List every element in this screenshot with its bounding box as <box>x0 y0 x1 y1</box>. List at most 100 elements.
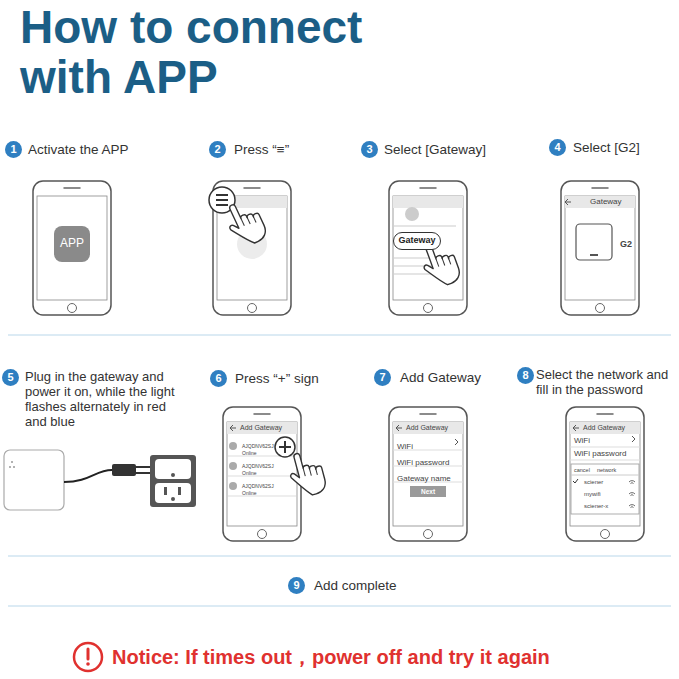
illustration-shape <box>164 487 167 495</box>
illustration-shape <box>393 196 463 208</box>
phone-frames <box>33 181 644 541</box>
back-arrows <box>230 199 579 431</box>
illustration-shape <box>396 425 402 431</box>
screen-text: WiFi password <box>397 459 449 468</box>
gateway-device-icon <box>576 224 612 260</box>
screen-text: WiFi <box>574 437 590 446</box>
phone-screen: cancelnetworkscienermywifisciener-x <box>571 464 639 514</box>
menu-list-screen <box>394 207 463 290</box>
callout-number: 3 <box>361 141 378 158</box>
step-label: Add complete <box>314 577 397 594</box>
illustration-shape <box>573 479 578 483</box>
illustration-shape <box>150 455 196 507</box>
step-label: Activate the APP <box>28 141 129 158</box>
illustration-shape <box>155 459 191 479</box>
screen-text: WiFi <box>397 443 413 452</box>
step-label: Add Gateway <box>400 369 481 386</box>
notice-text: Notice: If times out，power off and try i… <box>112 645 550 669</box>
screen-text: cancel <box>574 467 590 473</box>
illustration-shape <box>389 407 467 541</box>
illustration-shape <box>405 207 419 221</box>
illustration-shape <box>221 196 269 249</box>
callout-number: 2 <box>209 141 226 158</box>
screen-text: Add Gateway <box>583 424 625 432</box>
step-label: Select [Gateway] <box>384 141 486 158</box>
illustration-shape <box>570 447 640 448</box>
app-button: Gateway <box>393 232 441 250</box>
illustration-shape <box>229 482 237 490</box>
illustration-shape <box>9 461 15 468</box>
screen-text: Gateway <box>590 198 622 207</box>
screen-text: Add Gateway <box>240 424 282 432</box>
screen-text: WiFi password <box>574 450 626 459</box>
illustration-shape <box>33 181 111 315</box>
illustration-shape <box>229 442 237 450</box>
illustration-shape <box>629 481 635 508</box>
illustration-shape <box>228 456 296 496</box>
illustration-shape <box>87 649 90 659</box>
app-button: APP <box>54 226 90 262</box>
illustration-shape <box>86 662 90 666</box>
illustration-shape <box>389 181 467 315</box>
callout-number: 8 <box>517 367 534 384</box>
button-text: APP <box>60 237 84 250</box>
illustration-shape <box>393 422 463 434</box>
gateway-plug-outlet <box>4 450 196 510</box>
phone-screen: Add GatewayWiFiWiFi password cancel networ… <box>565 406 645 542</box>
illustration-shape <box>8 556 671 557</box>
screen-text: mywifi <box>584 491 601 498</box>
illustration-shape <box>4 450 64 510</box>
step-label: Select [G2] <box>573 139 640 156</box>
notice-icon <box>74 643 102 671</box>
illustration-shape <box>227 422 297 434</box>
button-text: Next <box>421 488 435 495</box>
illustration-shape <box>566 407 644 541</box>
illustration-shape <box>228 496 296 497</box>
illustration-shape <box>155 483 191 503</box>
illustration-shape <box>629 505 635 508</box>
screen-text: network <box>597 467 616 473</box>
illustration-shape <box>216 199 228 201</box>
illustration-shape <box>11 461 13 463</box>
menu-screen <box>209 187 269 259</box>
illustration-shape <box>573 425 579 431</box>
illustration-shape <box>228 476 296 477</box>
illustration-shape <box>565 199 571 205</box>
phone-screen: Add GatewayAJQDNV62SJOnlineAJQDNV62SJOnl… <box>222 406 302 542</box>
illustration-shape <box>394 225 456 227</box>
illustration-shape <box>216 195 228 205</box>
title: How to connect with APP <box>20 2 460 102</box>
step-label: Press “+” sign <box>235 370 319 387</box>
callout-number: 6 <box>210 370 227 387</box>
phone-screen: Add GatewayWiFiWiFi passwordGateway name… <box>388 406 468 542</box>
illustration-shape <box>171 473 175 477</box>
screen-text: G2 <box>620 240 632 250</box>
illustration-shape <box>223 407 301 541</box>
screen-text: AJQDNV62SJ <box>242 464 274 470</box>
screen-text: Online <box>242 451 256 457</box>
illustration-shape <box>571 475 639 476</box>
illustration-shape <box>561 181 639 315</box>
illustration-shape <box>571 464 639 514</box>
illustration-shape <box>570 422 640 434</box>
network-select-screen <box>570 436 640 514</box>
illustration-shape <box>171 497 175 501</box>
screen-text: Gateway name <box>397 475 451 484</box>
illustration-shape <box>629 481 635 484</box>
illustration-shape <box>8 606 671 607</box>
callout-number: 7 <box>374 369 391 386</box>
illustration-shape <box>64 470 112 482</box>
illustration-shape <box>230 425 236 431</box>
screen-text: Online <box>242 471 256 477</box>
illustration-shape <box>632 436 635 442</box>
illustration-shape <box>9 466 11 468</box>
illustration-shape <box>216 194 228 196</box>
step-label: Select the network and fill in the passw… <box>536 367 674 397</box>
illustration-shape <box>570 447 640 460</box>
illustration-shape <box>285 448 327 499</box>
phone-screen: GatewayG2 <box>560 180 640 316</box>
screen-text: AJQDNV62SJ <box>242 444 274 450</box>
screen-text: Online <box>242 491 256 497</box>
illustration-shape <box>178 487 181 495</box>
